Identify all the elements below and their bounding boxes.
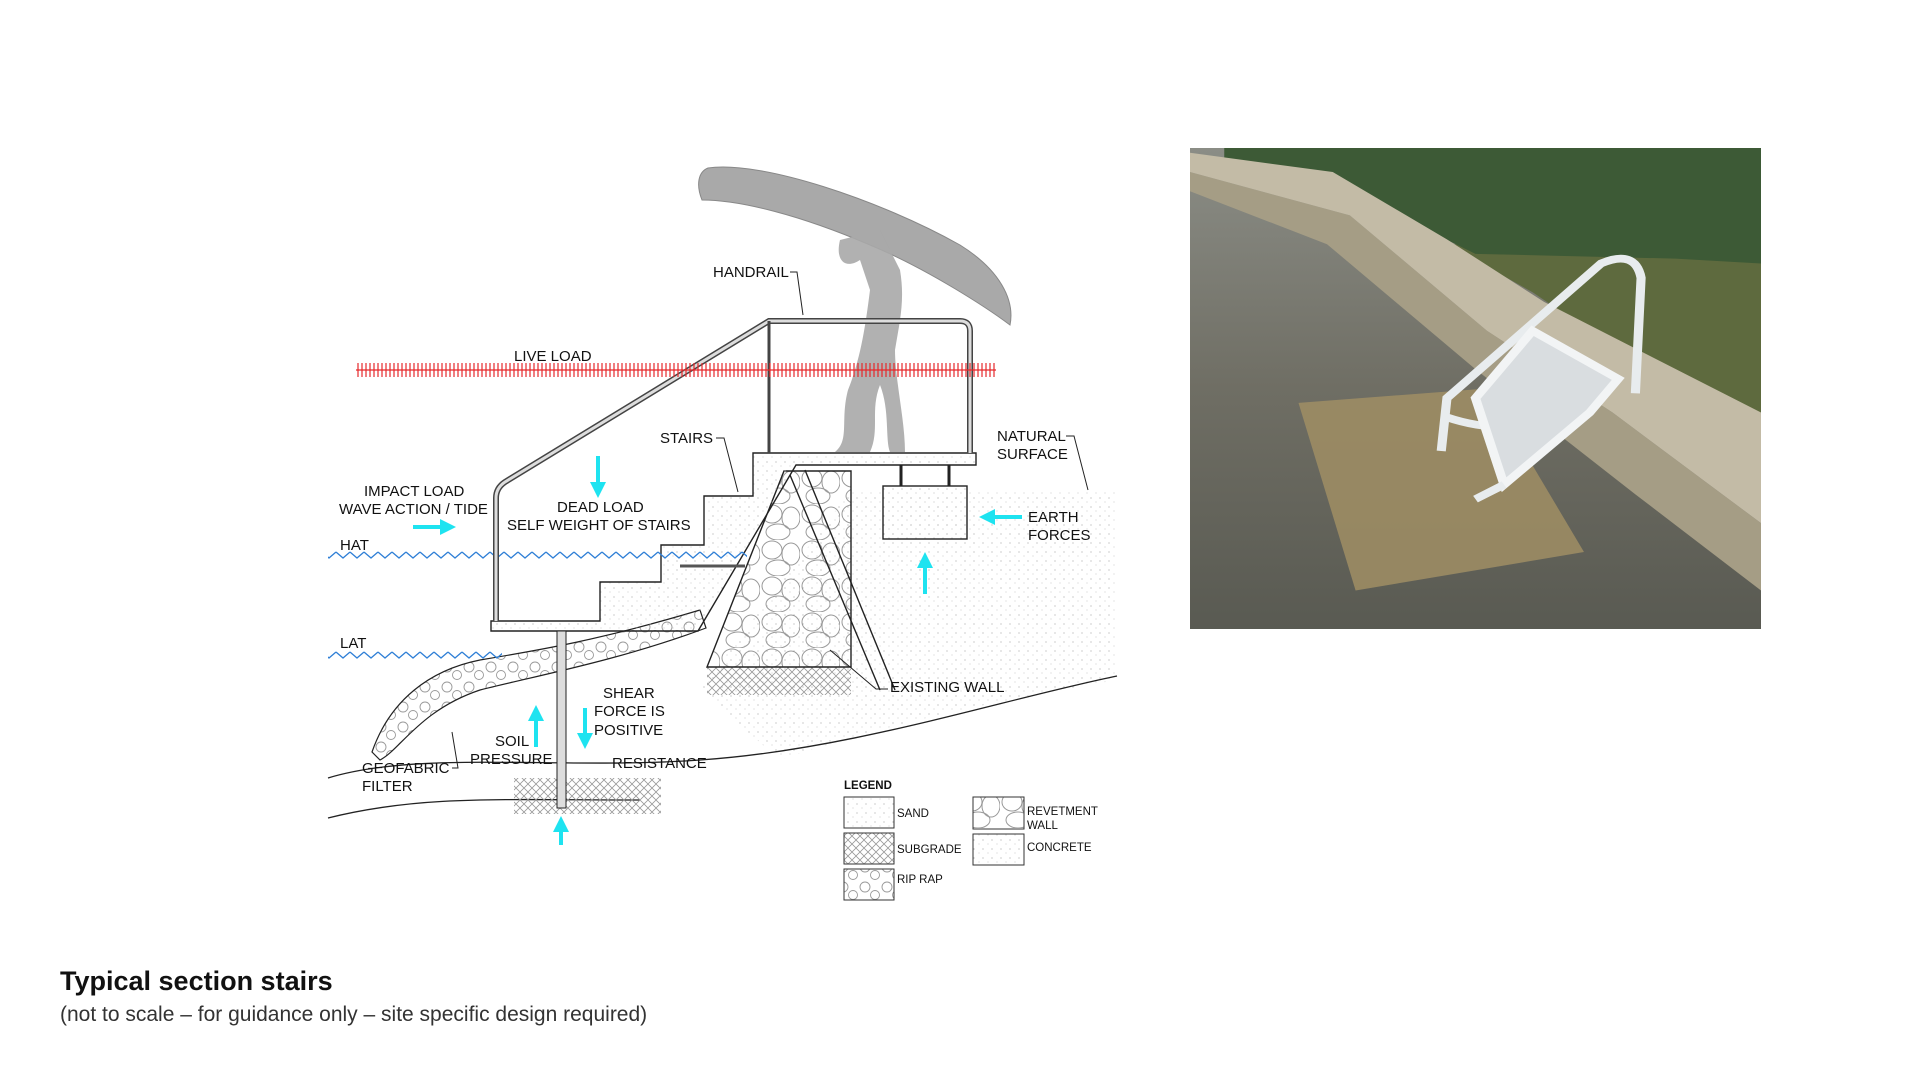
label-geofabric: GEOFABRIC bbox=[362, 760, 450, 777]
label-handrail: HANDRAIL bbox=[713, 264, 789, 281]
photo-steel-stairs bbox=[1436, 254, 1646, 503]
legend-swatch-concrete bbox=[972, 833, 1025, 866]
label-natural-surface: NATURAL bbox=[997, 428, 1066, 445]
label-self-weight: SELF WEIGHT OF STAIRS bbox=[507, 517, 691, 534]
label-live-load: LIVE LOAD bbox=[514, 348, 592, 365]
wall-brace bbox=[789, 474, 881, 691]
caption-subtitle: (not to scale – for guidance only – site… bbox=[60, 1003, 648, 1026]
photo-bushes bbox=[1224, 148, 1761, 264]
legend-rip-rap: RIP RAP bbox=[897, 874, 943, 886]
label-lat: LAT bbox=[340, 635, 366, 652]
legend: LEGEND SAND SUBGRADE RIP RAP REVETMENT W… bbox=[843, 780, 1098, 901]
legend-swatch-sand bbox=[843, 796, 895, 829]
revetment-wall bbox=[705, 470, 852, 668]
label-stairs: STAIRS bbox=[660, 430, 713, 447]
label-hat: HAT bbox=[340, 537, 369, 554]
label-resistance: RESISTANCE bbox=[612, 755, 707, 772]
caption-title: Typical section stairs bbox=[60, 966, 333, 996]
label-force-is: FORCE IS bbox=[594, 703, 665, 720]
label-soil: SOIL bbox=[495, 733, 529, 750]
installed-stairs-photo bbox=[1190, 148, 1761, 629]
label-existing-wall: EXISTING WALL bbox=[890, 679, 1004, 696]
canoe-silhouette bbox=[698, 166, 1012, 326]
subgrade-under-wall bbox=[707, 667, 851, 695]
lat-water-line bbox=[328, 650, 502, 660]
person-silhouette bbox=[835, 230, 905, 452]
label-forces: FORCES bbox=[1028, 527, 1091, 544]
legend-sand: SAND bbox=[897, 808, 929, 820]
legend-subgrade: SUBGRADE bbox=[897, 844, 962, 856]
label-impact-load: IMPACT LOAD bbox=[364, 483, 464, 500]
concrete-stairs bbox=[490, 452, 977, 632]
legend-swatch-riprap bbox=[843, 868, 895, 901]
label-shear: SHEAR bbox=[603, 685, 655, 702]
photo-grass bbox=[1446, 244, 1761, 447]
legend-revetment: REVETMENT bbox=[1027, 806, 1098, 818]
label-earth: EARTH bbox=[1028, 509, 1079, 526]
label-wave-action: WAVE ACTION / TIDE bbox=[339, 501, 488, 518]
pile bbox=[556, 630, 567, 809]
ground-line-upper bbox=[327, 675, 1118, 779]
footing-block bbox=[882, 485, 968, 540]
label-positive: POSITIVE bbox=[594, 722, 663, 739]
label-filter: FILTER bbox=[362, 778, 413, 795]
label-dead-load: DEAD LOAD bbox=[557, 499, 644, 516]
legend-title: LEGEND bbox=[844, 780, 892, 792]
legend-wall: WALL bbox=[1027, 820, 1058, 832]
legend-swatch-subgrade bbox=[843, 832, 895, 865]
legend-swatch-revetment bbox=[972, 796, 1025, 830]
label-natural-surface-2: SURFACE bbox=[997, 446, 1068, 463]
hat-water-line bbox=[328, 551, 747, 561]
legend-concrete: CONCRETE bbox=[1027, 842, 1092, 854]
label-pressure: PRESSURE bbox=[470, 751, 553, 768]
subgrade-under-pile bbox=[514, 778, 661, 814]
